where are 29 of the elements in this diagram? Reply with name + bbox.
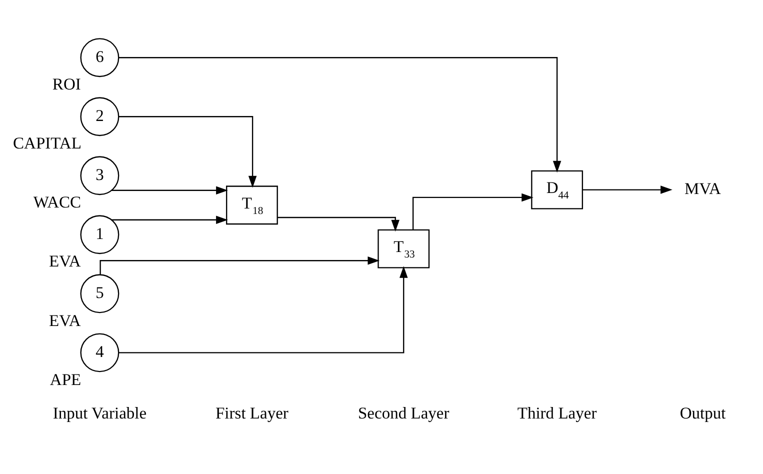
- label: Second Layer: [358, 403, 450, 422]
- node-label: APE: [50, 370, 82, 389]
- node-label: EVA: [48, 252, 81, 271]
- label: Input Variable: [52, 403, 147, 422]
- arrow: [118, 116, 257, 188]
- arrow: [118, 57, 562, 173]
- node-circle: 6: [80, 38, 120, 78]
- arrow: [118, 266, 408, 354]
- node-circle: 1: [80, 215, 120, 254]
- node-circle: 3: [80, 156, 120, 196]
- node-label: EVA: [48, 310, 81, 330]
- node-label: WACC: [33, 192, 82, 212]
- label: Third Layer: [517, 403, 597, 422]
- node-circle: 4: [80, 333, 120, 372]
- node-label: CAPITAL: [12, 134, 82, 153]
- arrow: [582, 186, 672, 194]
- node-box: T$_{33}$: [378, 229, 430, 268]
- node-label: ROI: [52, 74, 81, 94]
- node-circle: 5: [80, 274, 120, 314]
- arrow: [278, 216, 400, 232]
- arrow: [112, 186, 228, 195]
- node-box: D$_{44}$: [531, 170, 584, 210]
- node-text: MVA: [684, 179, 721, 198]
- label: First Layer: [216, 403, 288, 422]
- node-circle: 2: [80, 97, 120, 136]
- arrow: [112, 216, 228, 224]
- arrow: [412, 193, 534, 230]
- label: Output: [680, 403, 726, 422]
- node-box: T$_{18}$: [226, 186, 278, 225]
